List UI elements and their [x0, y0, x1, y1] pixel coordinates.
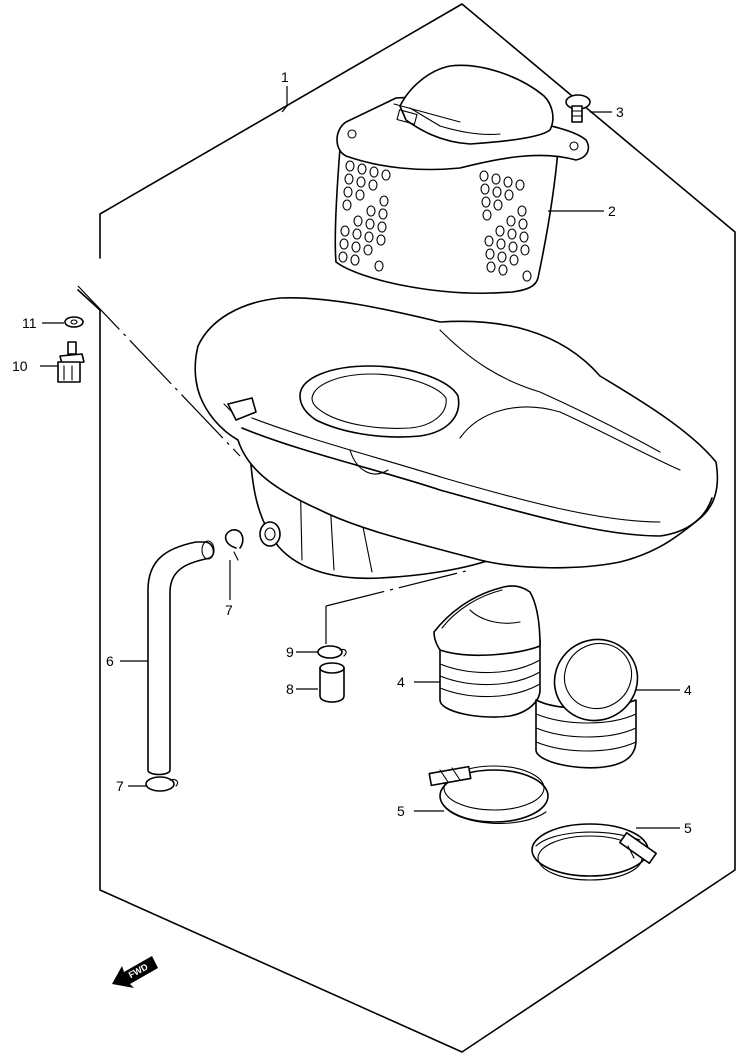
filter-perforation-hole	[364, 231, 374, 243]
filter-perforation-hole	[504, 189, 514, 201]
filter-perforation-hole	[522, 270, 532, 282]
filter-perforation-hole	[379, 195, 389, 207]
filter-perforation-hole	[492, 186, 502, 198]
callout-7-upper: 7	[225, 602, 233, 618]
callout-11: 11	[22, 315, 37, 331]
filter-perforation-hole	[343, 186, 353, 198]
callout-9: 9	[286, 644, 294, 660]
hose-clip-lower	[145, 776, 179, 792]
filter-perforation-hole	[356, 176, 366, 188]
filter-perforation-hole	[519, 231, 529, 243]
filter-perforation-hole	[503, 176, 513, 188]
filter-perforation-hole	[495, 225, 505, 237]
callout-4-left: 4	[397, 674, 405, 690]
callout-2: 2	[608, 203, 616, 219]
filter-perforation-hole	[486, 261, 496, 273]
filter-perforation-hole	[350, 254, 360, 266]
filter-perforation-hole	[365, 218, 375, 230]
filter-perforation-hole	[518, 218, 528, 230]
callout-7-lower: 7	[116, 778, 124, 794]
filter-perforation-hole	[366, 205, 376, 217]
filter-perforation-hole	[498, 264, 508, 276]
intake-boot-right	[535, 638, 639, 769]
callout-5-left: 5	[397, 803, 405, 819]
filter-perforation-hole	[509, 254, 519, 266]
callout-4-right: 4	[684, 682, 692, 698]
filter-perforation-hole	[345, 160, 355, 172]
filter-perforation-hole	[338, 251, 348, 263]
hose-clamp-left	[428, 765, 549, 825]
filter-perforation-hole	[374, 260, 384, 272]
filter-perforation-hole	[377, 221, 387, 233]
filter-perforation-hole	[369, 166, 379, 178]
intake-boot-left	[433, 585, 541, 718]
filter-perforation-hole	[480, 183, 490, 195]
filter-perforation-hole	[491, 173, 501, 185]
filter-perforation-hole	[363, 244, 373, 256]
filter-perforation-hole	[352, 228, 362, 240]
filter-perforation-hole	[507, 228, 517, 240]
spacer	[319, 662, 345, 703]
filter-perforation-hole	[355, 189, 365, 201]
spacer-clip	[317, 645, 347, 659]
filter-perforation-hole	[376, 234, 386, 246]
filter-perforation-hole	[481, 196, 491, 208]
drain-hose	[147, 540, 215, 776]
filter-perforation-hole	[515, 179, 525, 191]
filter-perforation-hole	[378, 208, 388, 220]
callout-1: 1	[281, 69, 289, 85]
filter-perforation-hole	[479, 170, 489, 182]
filter-perforation-hole	[368, 179, 378, 191]
filter-perforation-hole	[508, 241, 518, 253]
fwd-direction-arrow: FWD	[112, 956, 158, 988]
leader-lines	[40, 86, 680, 829]
air-cleaner-case	[194, 297, 719, 580]
filter-perforation-hole	[344, 173, 354, 185]
filter-perforation-hole	[482, 209, 492, 221]
filter-perforation-hole	[351, 241, 361, 253]
callout-labels: 1 2 3 4 4 5 5 6 7 7 8 9 10 11	[12, 69, 692, 836]
filter-perforation-hole	[506, 215, 516, 227]
assembly-boundary-frame	[77, 3, 736, 1053]
element-filter	[334, 64, 590, 294]
filter-perforation-hole	[517, 205, 527, 217]
callout-6: 6	[106, 653, 114, 669]
filter-perforation-hole	[520, 244, 530, 256]
filter-perforation-hole	[485, 248, 495, 260]
sensor	[57, 341, 85, 383]
filter-perforation-hole	[357, 163, 367, 175]
callout-3: 3	[616, 104, 624, 120]
callout-5-right: 5	[684, 820, 692, 836]
filter-perforation-hole	[353, 215, 363, 227]
hose-clip-upper	[224, 529, 244, 561]
hose-clamp-right	[531, 823, 657, 881]
callout-8: 8	[286, 681, 294, 697]
filter-perforation-hole	[381, 169, 391, 181]
filter-perforation-hole	[340, 225, 350, 237]
filter-perforation-hole	[484, 235, 494, 247]
filter-perforation-hole	[339, 238, 349, 250]
screw	[565, 94, 591, 123]
filter-perforation-hole	[496, 238, 506, 250]
washer	[64, 316, 84, 328]
filter-perforation-hole	[342, 199, 352, 211]
filter-perforation-hole	[493, 199, 503, 211]
filter-perforation-hole	[497, 251, 507, 263]
callout-10: 10	[12, 358, 28, 374]
